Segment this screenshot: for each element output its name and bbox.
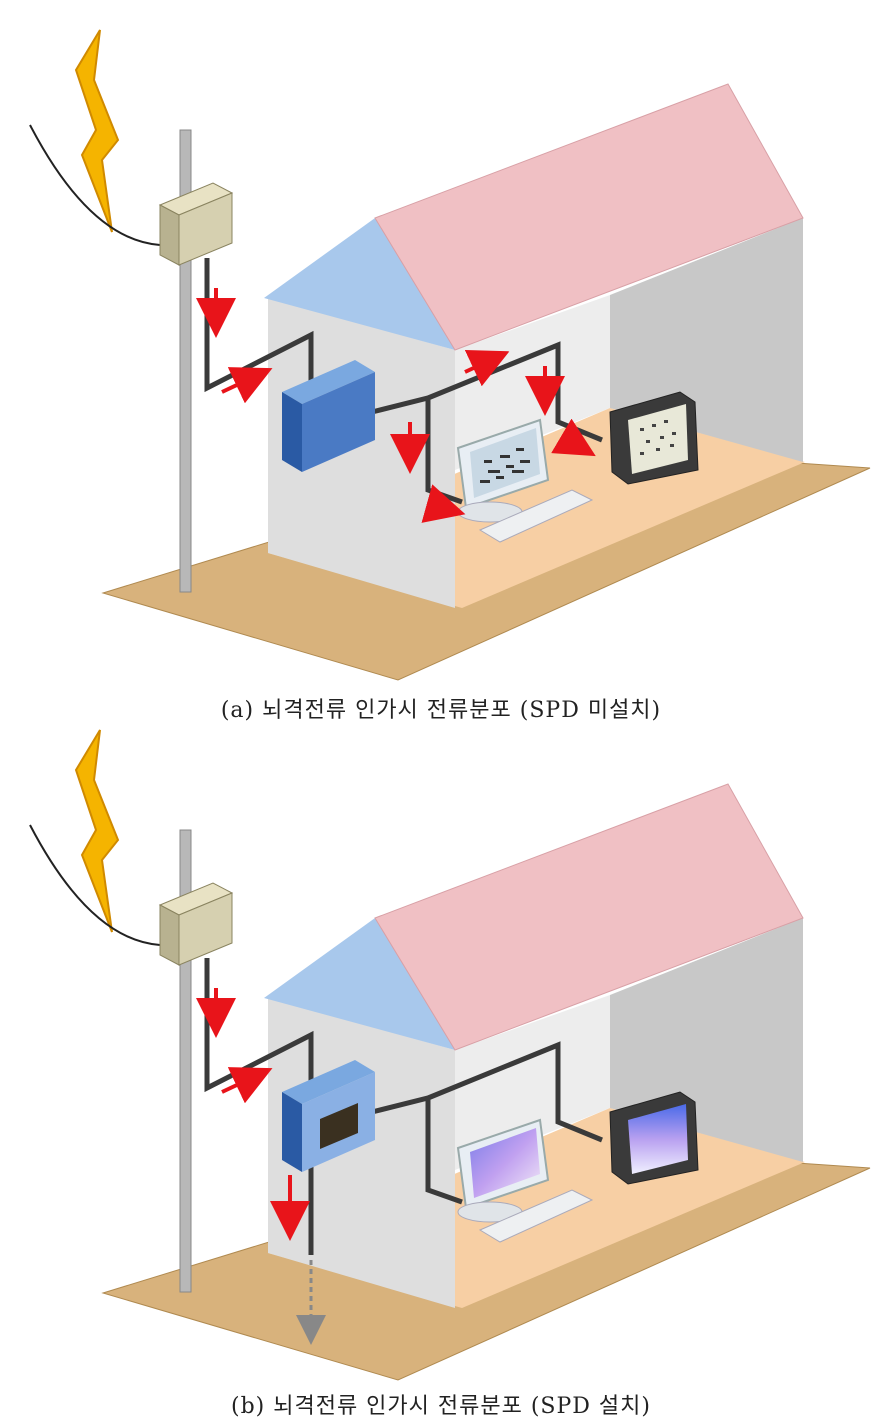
- left-wall: [268, 298, 455, 608]
- panel-b-svg: [29, 729, 871, 1381]
- current-flow-arrows: [196, 288, 596, 523]
- overhead-line: [29, 824, 161, 946]
- utility-pole: [179, 829, 192, 1293]
- roof: [374, 783, 804, 1051]
- lightning-icon: [74, 729, 120, 933]
- current-arrow: [221, 1067, 273, 1104]
- diagram-panel-b: [0, 725, 882, 1385]
- gable: [264, 918, 455, 1050]
- computer-icon: [456, 418, 594, 543]
- computer-icon: [456, 1118, 594, 1243]
- caption-a: (a) 뇌격전류 인가시 전류분포 (SPD 미설치): [220, 698, 662, 723]
- panel-a-svg: [29, 29, 871, 681]
- gable: [264, 218, 455, 350]
- crt-monitor-icon: [609, 391, 699, 485]
- transformer-icon: [158, 882, 234, 966]
- current-arrow: [464, 350, 510, 387]
- left-wall: [268, 998, 455, 1308]
- spd-device-icon: [320, 1103, 358, 1149]
- lightning-icon: [74, 29, 120, 233]
- transformer-icon: [158, 182, 234, 266]
- current-arrow: [421, 484, 466, 523]
- distribution-panel-icon: [282, 360, 375, 472]
- diagram-panel-a: [0, 0, 882, 700]
- current-arrow: [551, 418, 596, 457]
- overhead-line: [29, 124, 161, 246]
- caption-b: (b) 뇌격전류 인가시 전류분포 (SPD 설치): [230, 1394, 651, 1419]
- back-wall: [455, 995, 610, 1170]
- current-flow-arrows: [196, 988, 310, 1241]
- branch-wiring: [371, 1041, 603, 1205]
- crt-monitor-icon: [609, 1091, 699, 1185]
- utility-pole: [179, 129, 192, 593]
- roof: [374, 83, 804, 351]
- current-arrow: [221, 367, 273, 404]
- distribution-panel-icon: [282, 1060, 375, 1172]
